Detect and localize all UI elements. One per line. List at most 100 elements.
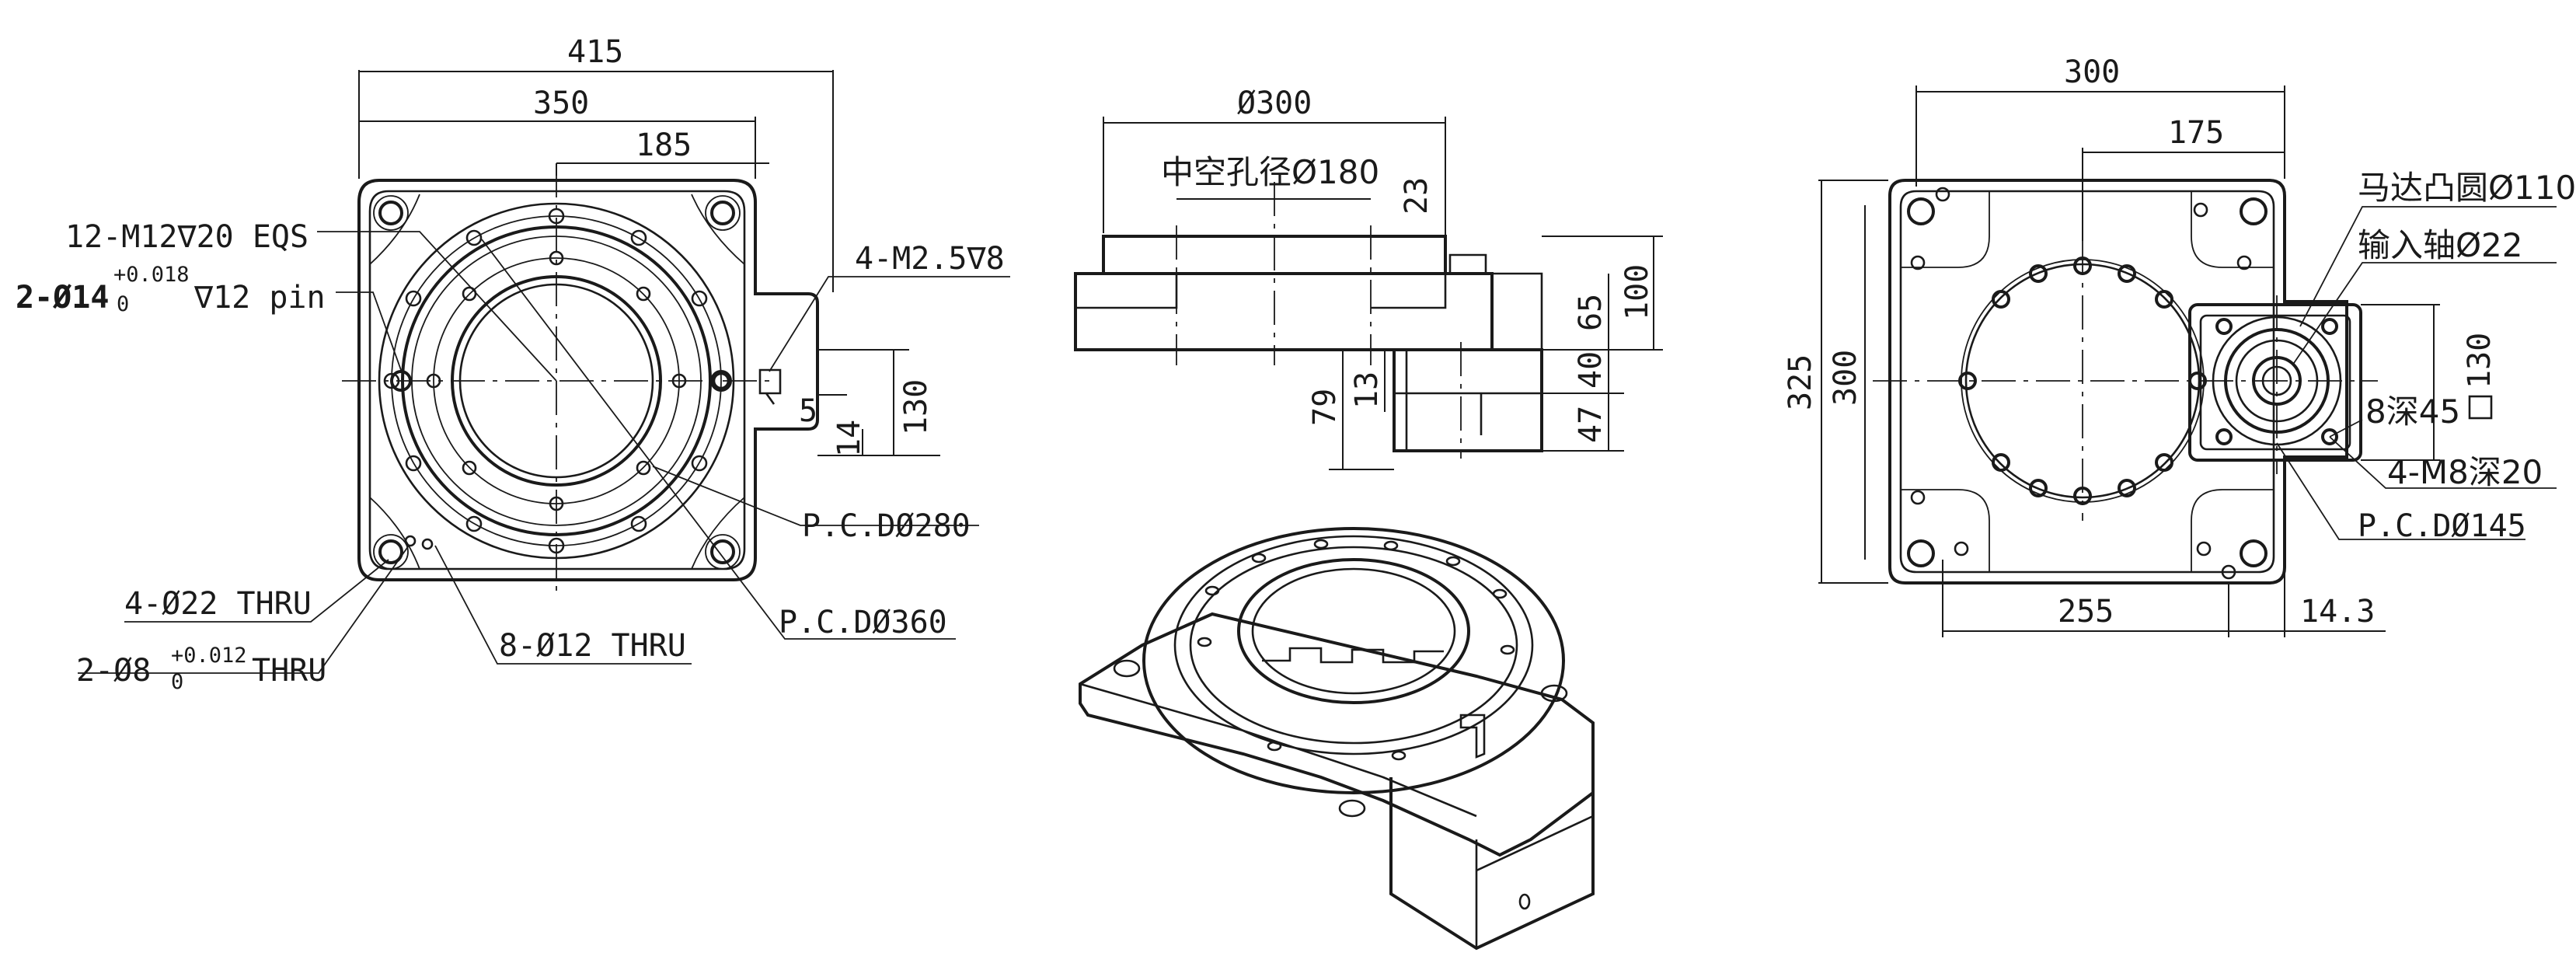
motor-bolt-hole [2215, 428, 2233, 445]
note-pin-holes: 2-Ø14 [16, 280, 109, 316]
dim-100: 100 [1619, 264, 1655, 320]
tapped-hole [405, 290, 422, 307]
through-holes-ring [426, 250, 687, 511]
tapped-hole [691, 290, 708, 307]
leader-pin-small [78, 545, 410, 674]
bottom-small-hole [2193, 202, 2208, 218]
leader-input-shaft [2292, 262, 2557, 366]
bottom-corner-hole [1907, 539, 1935, 567]
small-pin-hole [421, 538, 434, 550]
dim-23: 23 [1399, 177, 1434, 215]
bottom-body-outline [1888, 179, 2348, 584]
bottom-small-hole [2221, 564, 2236, 580]
motor-bolt-hole [2321, 428, 2338, 445]
dim-175: 175 [2168, 115, 2224, 151]
dim-300-w: 300 [2064, 54, 2120, 90]
tapped-hole [630, 229, 647, 246]
note-corner-holes: 4-Ø22 THRU [124, 586, 312, 622]
iso-bore-inner [1251, 567, 1456, 695]
leader-pin [336, 291, 402, 371]
table-body [1074, 272, 1494, 351]
dim-325: 325 [1783, 354, 1818, 410]
top-view-dimensions [358, 70, 940, 456]
bottom-small-hole [1910, 490, 1926, 505]
leader-corner [124, 559, 389, 623]
corner-hole-counterbore [705, 534, 741, 570]
small-pin-hole [404, 535, 417, 547]
leader-motor-boss [2299, 206, 2557, 327]
through-hole [549, 250, 564, 266]
corner-hole-counterbore [373, 534, 409, 570]
tapped-hole [465, 229, 483, 246]
dim-130-b: 130 [2462, 333, 2498, 389]
bottom-corner-pocket [2191, 489, 2274, 572]
iso-motor-housing [1389, 746, 1595, 951]
tapped-hole [383, 372, 400, 389]
leader-pcd-145 [2276, 442, 2525, 540]
bottom-small-hole [1910, 255, 1926, 270]
through-hole [671, 373, 687, 389]
bottom-bolt-hole [2029, 264, 2048, 283]
note-depth: 8深45 [2365, 393, 2460, 431]
corner-hole [710, 201, 735, 225]
tapped-hole [548, 208, 565, 225]
dim-130: 130 [898, 379, 934, 435]
bottom-bolt-hole [2118, 264, 2136, 283]
iso-bore-outer [1237, 558, 1470, 704]
iso-hole [1518, 893, 1531, 910]
top-view-labels: 415 350 185 130 14 5 12-M12∇20 EQS 2-Ø14… [16, 34, 1005, 694]
corner-lug [691, 497, 745, 570]
tapped-hole [691, 455, 708, 472]
note-pcd-145: P.C.DØ145 [2358, 508, 2526, 544]
note-small-pin-prefix: 2-Ø8 [76, 653, 151, 689]
dim-185: 185 [636, 127, 692, 163]
corner-lug [369, 497, 420, 570]
iso-base-plate [1079, 612, 1595, 857]
lower-housing [1393, 348, 1543, 452]
iso-flange-hole [1197, 637, 1212, 647]
through-hole [426, 373, 441, 389]
iso-flange-hole [1383, 540, 1399, 551]
leader-pcd-inner [652, 466, 979, 526]
dim-dia-300: Ø300 [1237, 85, 1312, 121]
motor-bolt-hole [2321, 318, 2338, 335]
bottom-bolt-hole [1992, 453, 2010, 472]
tapped-hole [405, 455, 422, 472]
bottom-corner-pocket [2191, 191, 2274, 268]
connector-front [1448, 253, 1487, 275]
connector-shape [758, 368, 782, 405]
corner-hole [378, 201, 403, 225]
iso-corner-hole [1338, 799, 1366, 818]
bottom-corner-hole [2240, 197, 2268, 225]
leader-tapped [317, 231, 557, 382]
hub-block [1492, 272, 1543, 351]
dim-79: 79 [1307, 389, 1343, 426]
corner-holes [373, 195, 741, 570]
corner-hole [378, 539, 403, 564]
right-block [1371, 272, 1447, 309]
bottom-corner-hole [2240, 539, 2268, 567]
iso-housing-band [1476, 815, 1594, 872]
dim-255: 255 [2058, 594, 2114, 630]
bottom-bolt-hole [2155, 290, 2173, 309]
iso-flange-holes [1197, 539, 1515, 761]
top-view [78, 70, 1010, 674]
through-hole [462, 286, 477, 302]
note-pin-tol-upper: +0.018 [113, 263, 190, 287]
dim-14-3: 14.3 [2300, 594, 2375, 630]
note-small-pin-tol-upper: +0.012 [171, 644, 247, 668]
iso-connector [1459, 714, 1486, 759]
bottom-bolt-hole [1992, 290, 2010, 309]
tapped-hole [713, 372, 730, 389]
note-pcd-360: P.C.DØ360 [779, 605, 947, 640]
note-tapped-m8: 4-M8深20 [2387, 453, 2543, 491]
tapped-holes-ring [383, 208, 730, 554]
top-view-body-outline [357, 179, 819, 581]
leader-tapped-b [2329, 436, 2557, 489]
note-hollow-bore: 中空孔径Ø180 [1161, 153, 1379, 191]
front-view-labels: Ø300 中空孔径Ø180 23 100 65 40 47 79 13 [1161, 85, 1655, 443]
iso-table-ring2 [1189, 546, 1518, 745]
bottom-view [1818, 85, 2557, 637]
iso-flange-hole [1313, 539, 1329, 550]
bottom-small-hole [1954, 541, 1969, 557]
